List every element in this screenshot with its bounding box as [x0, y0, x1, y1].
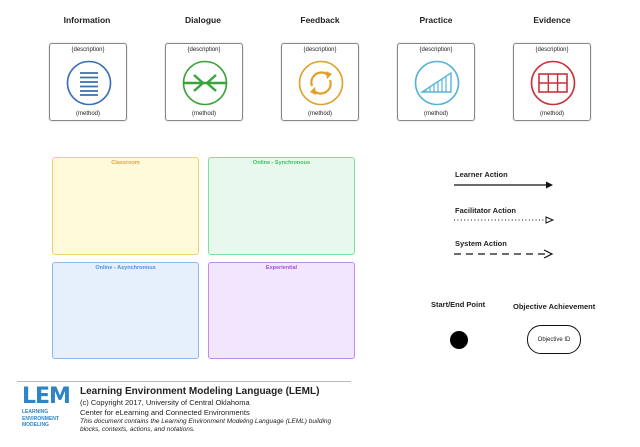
block-title-dialogue: Dialogue: [185, 15, 221, 25]
objective-node-text: Objective ID: [537, 336, 571, 343]
context-online-asynchronous[interactable]: Online - Asynchronous: [52, 262, 199, 359]
block-method: (method): [75, 111, 100, 117]
learner-action-arrow[interactable]: [452, 180, 556, 190]
block-description: {description}: [419, 47, 453, 53]
system-action-arrow[interactable]: [452, 248, 556, 260]
logo-text: LEARNING ENVIRONMENT MODELING: [22, 409, 72, 429]
system-action-label: System Action: [455, 239, 507, 248]
logo-line: ENVIRONMENT: [22, 415, 59, 422]
footer-description: This document contains the Learning Envi…: [80, 418, 332, 433]
facilitator-action-label: Facilitator Action: [455, 206, 516, 215]
footer-divider: [17, 381, 351, 382]
block-practice[interactable]: {description} (method): [397, 43, 475, 121]
context-label: Online - Synchronous: [252, 160, 311, 166]
list-lines-icon: [66, 60, 112, 106]
block-method: (method): [307, 111, 332, 117]
logo-mark: LEM: [22, 384, 71, 409]
start-end-label: Start/End Point: [431, 300, 486, 309]
objective-achievement-label: Objective Achievement: [513, 302, 596, 311]
logo-line: LEARNING: [22, 409, 49, 415]
context-label: Classroom: [111, 160, 140, 166]
footer-title: Learning Environment Modeling Language (…: [80, 386, 320, 397]
footer-text: Learning Environment Modeling Language (…: [80, 386, 350, 434]
logo-line: MODELING: [22, 422, 49, 428]
rising-bars-icon: [414, 60, 460, 106]
context-label: Online - Asynchronous: [95, 265, 156, 271]
context-classroom[interactable]: Classroom: [52, 157, 199, 255]
converging-arrows-icon: [182, 60, 228, 106]
block-method: (method): [539, 111, 564, 117]
block-description: {description}: [71, 47, 105, 53]
start-end-point-icon[interactable]: [450, 331, 468, 349]
grid-icon: [530, 60, 576, 106]
leml-logo: LEM LEARNING ENVIRONMENT MODELING: [22, 386, 72, 432]
block-feedback[interactable]: {description} (method): [281, 43, 359, 121]
footer-copyright: (c) Copyright 2017, University of Centra…: [80, 398, 250, 407]
block-title-practice: Practice: [419, 15, 453, 25]
block-information[interactable]: {description} (method): [49, 43, 127, 121]
block-description: {description}: [187, 47, 221, 53]
block-description: {description}: [303, 47, 337, 53]
block-title-information: Information: [63, 15, 111, 25]
objective-node[interactable]: Objective ID: [527, 325, 581, 354]
cycle-arrows-icon: [298, 60, 344, 106]
block-title-feedback: Feedback: [300, 15, 340, 25]
block-method: (method): [423, 111, 448, 117]
block-method: (method): [191, 111, 216, 117]
block-title-evidence: Evidence: [533, 15, 571, 25]
context-online-synchronous[interactable]: Online - Synchronous: [208, 157, 355, 255]
block-dialogue[interactable]: {description} (method): [165, 43, 243, 121]
context-experiential[interactable]: Experiential: [208, 262, 355, 359]
block-description: {description}: [535, 47, 569, 53]
context-label: Experiential: [265, 265, 298, 271]
footer-center: Center for eLearning and Connected Envir…: [80, 408, 250, 417]
block-evidence[interactable]: {description} (method): [513, 43, 591, 121]
learner-action-label: Learner Action: [455, 170, 508, 179]
facilitator-action-arrow[interactable]: [452, 215, 556, 225]
